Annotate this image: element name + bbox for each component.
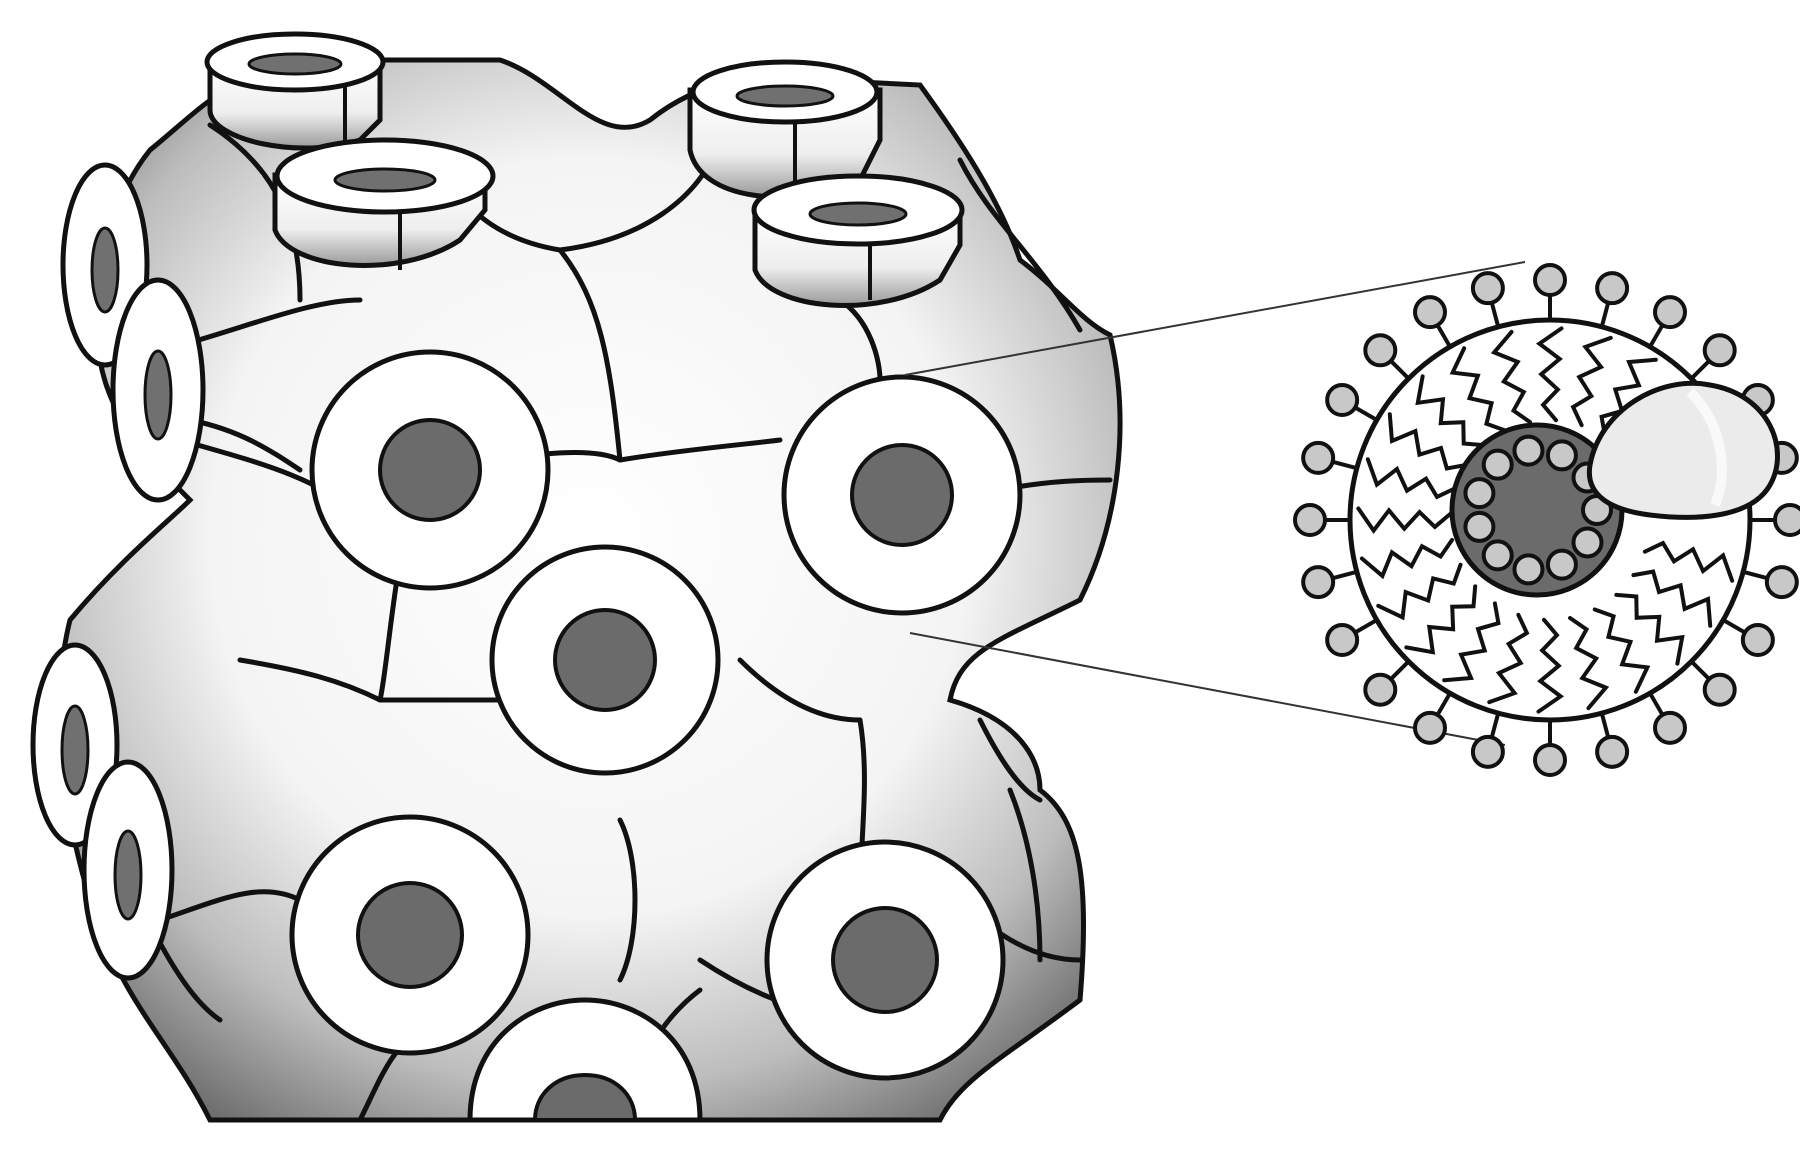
tube-left-4 (81, 759, 175, 981)
lipid-stem (1489, 712, 1501, 738)
lipid-headgroup-icon (1702, 333, 1737, 368)
lipid-headgroup-icon (1595, 734, 1630, 769)
lipid-headgroup-icon (1325, 623, 1360, 657)
lipid-headgroup-icon (1293, 503, 1327, 537)
core-headgroup-icon (1463, 510, 1496, 543)
tube-front-6 (467, 997, 703, 1123)
lipid-headgroup-icon (1653, 710, 1687, 745)
lipid-headgroup-icon (1533, 263, 1567, 297)
front-tubes (289, 349, 1023, 1123)
lipid-stem (1354, 405, 1378, 422)
tube-top-4 (751, 173, 965, 308)
lipid-headgroup-icon (1301, 440, 1336, 475)
lipid-headgroup-icon (1533, 743, 1567, 777)
lipid-headgroup-icon (1413, 710, 1447, 745)
droplet-icon (1586, 380, 1780, 520)
tube-front-4 (289, 814, 531, 1056)
lipid-stem (1389, 660, 1410, 681)
lipid-tail-icon (1599, 357, 1658, 439)
lipid-tail-icon (1404, 584, 1478, 655)
lipid-headgroup-icon (1653, 295, 1687, 330)
vertical-tubes (204, 31, 965, 308)
lipid-stem (1722, 618, 1746, 635)
lipid-tail-icon (1359, 538, 1455, 580)
lipid-tail-icon (1487, 612, 1530, 705)
lipid-stem (1599, 712, 1611, 738)
lipid-stem (1599, 302, 1611, 328)
core-headgroup-icon (1545, 548, 1578, 581)
lipid-tail-icon (1568, 615, 1610, 711)
lipid-tail-icon (1415, 374, 1486, 448)
lipid-tails (1356, 326, 1735, 714)
lipid-headgroup-icon (1773, 503, 1800, 537)
tube-top-2 (687, 59, 883, 200)
micelle-inset (1293, 263, 1800, 777)
lipid-tail-icon (1365, 457, 1458, 500)
tube-front-3 (489, 544, 721, 776)
lipid-headgroup-icon (1595, 271, 1630, 306)
lipid-stem (1648, 324, 1665, 348)
lipid-tail-icon (1387, 412, 1469, 471)
lipid-headgroup-icon (1363, 333, 1398, 368)
lipid-stem (1742, 569, 1768, 581)
tube-front-1 (309, 349, 551, 591)
core-headgroup-icon (1512, 553, 1545, 586)
side-tubes (30, 162, 206, 981)
lipid-stem (1690, 359, 1711, 380)
lipid-stem (1389, 359, 1410, 380)
lipid-tail-icon (1442, 601, 1501, 683)
lipid-tail-icon (1570, 335, 1613, 428)
lipid-tail-icon (1490, 329, 1532, 425)
core-headgroup-icon (1512, 434, 1545, 467)
lipid-headgroup-icon (1470, 271, 1505, 306)
core-headgroup-icon (1463, 477, 1496, 510)
lipid-tail-icon (1449, 346, 1508, 433)
tube-top-1 (204, 31, 386, 151)
lipid-stem (1354, 618, 1378, 635)
lipid-stem (1435, 692, 1452, 716)
core-headgroup-icon (1481, 448, 1514, 481)
lipid-headgroup-icon (1702, 672, 1737, 707)
lipid-tail-icon (1535, 326, 1564, 423)
tube-top-3 (272, 137, 496, 270)
callout-line-top (904, 261, 1526, 376)
tube-left-2 (110, 277, 206, 503)
tube-front-5 (764, 839, 1006, 1081)
lipid-tail-icon (1642, 540, 1735, 583)
lipid-tail-icon (1536, 617, 1565, 714)
lipid-stem (1690, 660, 1711, 681)
core-headgroup-icon (1481, 539, 1514, 572)
core-headgroup-icon (1571, 526, 1604, 559)
lipid-stem (1332, 459, 1358, 471)
lipid-tail-icon (1376, 562, 1463, 621)
lipid-headgroup-icon (1325, 383, 1360, 417)
lipid-stem (1332, 569, 1358, 581)
lipid-headgroup-icon (1413, 295, 1447, 330)
lipid-tail-icon (1614, 592, 1685, 666)
lipid-headgroups (1293, 263, 1800, 777)
lipid-tail-icon (1356, 506, 1453, 535)
lipid-stem (1435, 324, 1452, 348)
callout-line-bottom (909, 632, 1506, 746)
tube-front-2 (781, 374, 1023, 616)
lipid-stem (1489, 302, 1501, 328)
callout-lines (904, 261, 1526, 746)
lipid-stem (1648, 692, 1665, 716)
lipid-tail-icon (1592, 607, 1651, 694)
lipid-tail-icon (1631, 569, 1713, 628)
lipid-headgroup-icon (1470, 734, 1505, 769)
lipid-headgroup-icon (1301, 565, 1336, 600)
cubic-lattice (30, 31, 1123, 1123)
core-headgroup-icon (1545, 439, 1578, 472)
lipid-headgroup-icon (1764, 565, 1799, 600)
lipid-headgroup-icon (1363, 672, 1398, 707)
lipid-headgroup-icon (1740, 623, 1775, 657)
